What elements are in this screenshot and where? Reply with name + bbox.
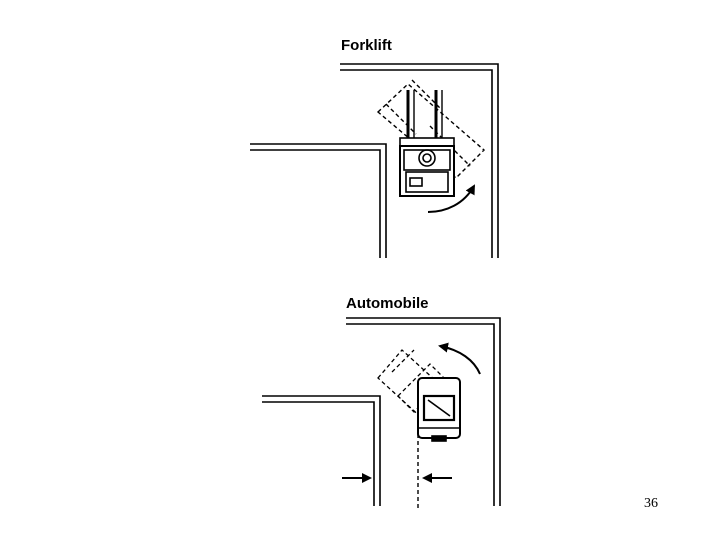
automobile-turn-arrow-icon — [438, 342, 481, 375]
page-number: 36 — [644, 496, 658, 511]
forklift-aisle-inner-wall — [250, 143, 387, 258]
automobile-aisle-inner-wall — [262, 395, 381, 506]
automobile-title: Automobile — [346, 295, 429, 312]
automobile-aisle-outer-wall — [346, 317, 501, 506]
forklift-title: Forklift — [341, 37, 392, 54]
forklift-aisle-outer-wall — [340, 63, 499, 258]
automobile-icon — [417, 377, 461, 442]
forklift-turn-arrow-icon — [427, 184, 475, 213]
forklift-icon — [399, 90, 455, 197]
